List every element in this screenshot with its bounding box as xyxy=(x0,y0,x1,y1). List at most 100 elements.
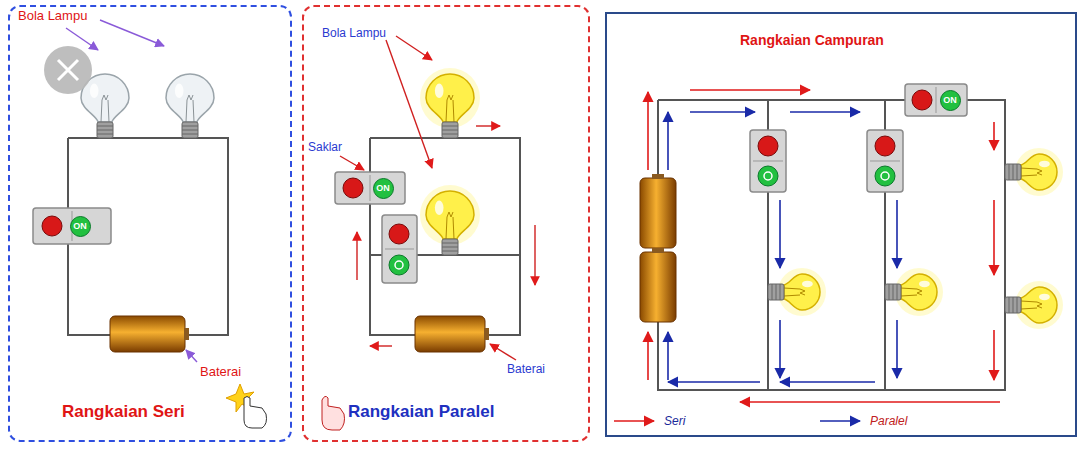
illustration-part xyxy=(442,126,458,127)
mixed-panel: ON Rangkaian Campuran xyxy=(605,12,1077,437)
illustration-part xyxy=(166,74,214,122)
panel-title: Rangkaian Paralel xyxy=(348,402,494,422)
current-arrow xyxy=(993,122,995,150)
on-button xyxy=(758,166,778,186)
light-bulb xyxy=(420,68,480,138)
switch-box xyxy=(335,172,405,204)
illustration-part xyxy=(901,288,922,296)
current-arrow xyxy=(779,320,781,378)
illustration-part xyxy=(1017,164,1018,180)
current-arrow xyxy=(790,111,860,113)
switch-box xyxy=(382,215,417,283)
battery xyxy=(640,248,676,322)
illustration-part xyxy=(1017,297,1018,313)
parallel-panel: ON Rangkaian Paralel xyxy=(302,5,590,442)
current-arrow xyxy=(647,92,649,170)
light-bulb xyxy=(420,185,480,255)
illustration-part xyxy=(1039,161,1050,167)
current-arrow xyxy=(896,320,898,378)
illustration-part xyxy=(370,175,371,201)
illustration-part xyxy=(889,284,890,300)
illustration-part xyxy=(652,174,664,179)
illustration-part xyxy=(1013,297,1014,313)
current-arrow xyxy=(386,40,432,168)
illustration-part xyxy=(420,185,480,245)
illustration-part xyxy=(1005,164,1021,180)
illustration-part xyxy=(897,284,898,300)
illustration-part xyxy=(1005,297,1021,313)
illustration-part xyxy=(97,126,113,127)
hand-cursor xyxy=(322,396,345,430)
light-bulb xyxy=(81,74,129,138)
button-icon xyxy=(881,172,889,180)
light-bulb xyxy=(1005,281,1063,329)
on-button: ON xyxy=(373,178,394,199)
illustration-part xyxy=(1015,148,1063,196)
current-arrow xyxy=(667,332,669,380)
switch-label: ON xyxy=(943,95,957,105)
illustration-part xyxy=(182,122,198,138)
on-button xyxy=(389,255,409,275)
current-arrow xyxy=(100,20,164,46)
hand-cursor xyxy=(244,397,267,429)
switch-label: ON xyxy=(73,221,87,231)
illustration-part xyxy=(90,84,99,98)
part-label: Baterai xyxy=(507,362,545,376)
legend-text: Paralel xyxy=(870,414,907,428)
battery xyxy=(415,316,489,352)
illustration-part xyxy=(776,284,777,300)
current-arrow xyxy=(356,232,357,280)
current-arrow xyxy=(780,381,875,383)
illustration-part xyxy=(802,281,813,287)
switch-box xyxy=(750,130,786,192)
illustration-part xyxy=(442,251,458,252)
illustration-part xyxy=(442,122,458,138)
off-button xyxy=(389,224,409,244)
current-arrow xyxy=(668,381,760,383)
illustration-part xyxy=(97,134,113,135)
illustration-part xyxy=(870,161,900,162)
illustration-part xyxy=(1021,168,1042,176)
illustration-part xyxy=(442,239,458,255)
illustration-part xyxy=(901,274,937,310)
illustration-part xyxy=(1009,164,1010,180)
illustration-part xyxy=(1039,294,1050,300)
panel-title: Rangkaian Campuran xyxy=(740,32,884,48)
illustration-part xyxy=(640,178,676,248)
battery xyxy=(110,316,189,352)
off-button xyxy=(758,136,778,156)
illustration-part xyxy=(175,84,184,98)
wire xyxy=(658,100,1005,390)
legend-arrow xyxy=(820,420,860,422)
illustration-part xyxy=(110,316,185,352)
illustration-part xyxy=(936,87,937,113)
illustration-part xyxy=(446,212,454,239)
wire xyxy=(370,138,520,335)
off-button xyxy=(343,178,363,198)
current-arrow xyxy=(396,36,432,60)
off-button xyxy=(42,216,62,236)
illustration-part xyxy=(640,252,676,322)
legend-item: Paralel xyxy=(818,414,907,428)
current-arrow xyxy=(993,200,995,275)
close-icon xyxy=(44,46,92,94)
on-button: ON xyxy=(70,216,91,237)
illustration-part xyxy=(784,288,805,296)
illustration-part xyxy=(442,130,458,131)
illustration-part xyxy=(895,268,943,316)
light-bulb xyxy=(166,74,214,138)
illustration-part xyxy=(186,95,194,122)
illustration-part xyxy=(768,284,784,300)
illustration-part xyxy=(184,328,189,340)
current-arrow xyxy=(490,344,516,360)
switch-label: ON xyxy=(376,183,390,193)
current-arrow xyxy=(370,345,392,346)
part-label: Saklar xyxy=(308,140,342,154)
illustration-part xyxy=(1015,281,1063,329)
illustration-part xyxy=(182,126,198,127)
illustration-part xyxy=(426,191,474,239)
current-arrow xyxy=(690,89,810,91)
light-bulb xyxy=(885,268,943,316)
